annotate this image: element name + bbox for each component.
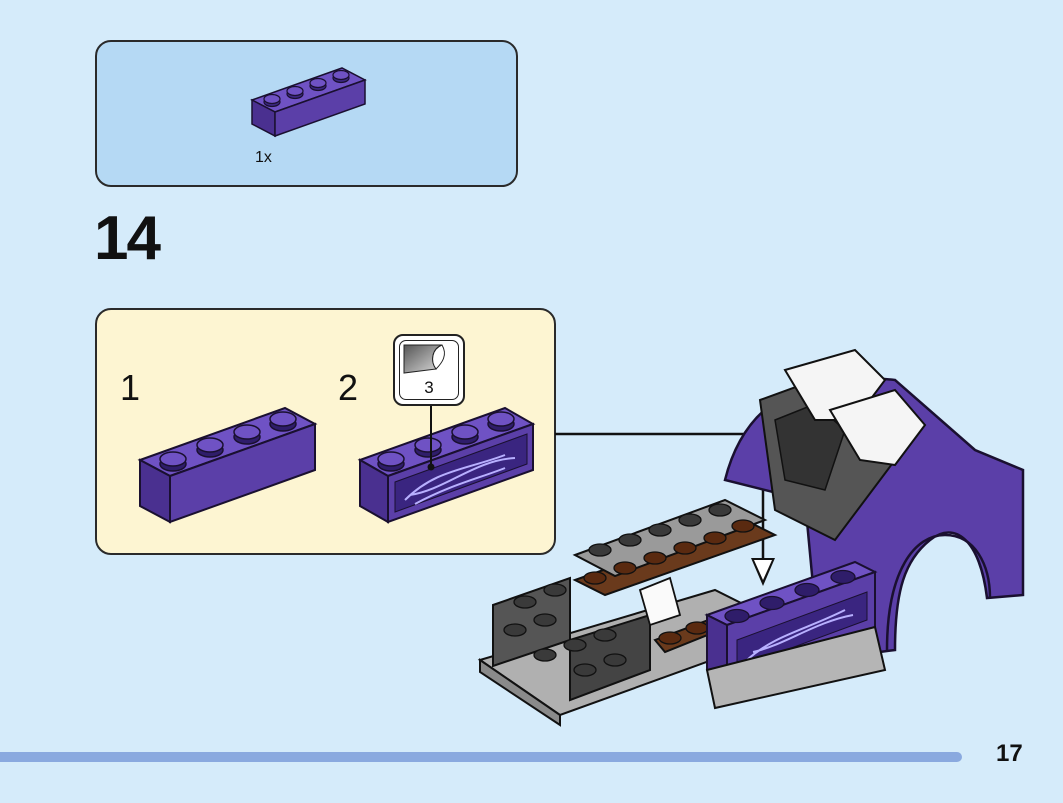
sticker-pointer-line: [427, 404, 435, 471]
page-number: 17: [996, 740, 1023, 767]
purple-brick-1x4-icon: [250, 67, 367, 138]
step-number: 14: [94, 204, 161, 273]
purple-brick-with-sticker-icon: [357, 406, 536, 524]
page-footer-bar: [0, 752, 962, 762]
parts-list-box: 1x: [95, 40, 518, 187]
sticker-number: 3: [424, 378, 434, 397]
substep-number-2: 2: [338, 367, 359, 408]
part-quantity: 1x: [255, 149, 272, 166]
sticker-sheet-icon: [403, 344, 445, 374]
purple-brick-1x4-icon: [137, 406, 318, 524]
sticker-label: 3: [393, 334, 465, 406]
vehicle-model-illustration: [477, 348, 1025, 727]
substep-number-1: 1: [120, 367, 141, 408]
